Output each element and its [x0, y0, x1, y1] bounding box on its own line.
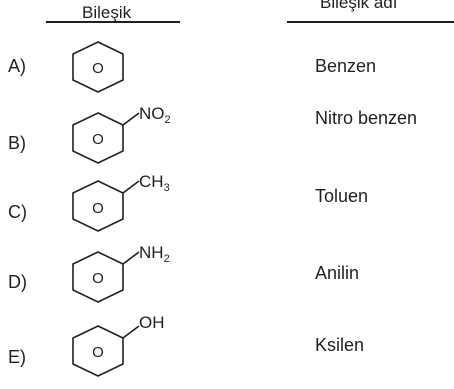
ring-label: O: [92, 60, 104, 77]
option-letter: E): [8, 347, 26, 367]
header-compound-name: Bileşik adı: [320, 0, 398, 12]
compound-name: Benzen: [315, 56, 377, 76]
header-compound: Bileşik: [82, 3, 132, 22]
substituent-bond: [122, 251, 140, 265]
substituent-bond: [122, 112, 140, 126]
ring-label: O: [92, 270, 104, 287]
option-letter: B): [8, 133, 26, 153]
substituent-label: CH3: [139, 172, 170, 194]
option-letter: A): [8, 56, 26, 76]
substituent-label: NH2: [139, 243, 170, 265]
substituent-label: OH: [139, 313, 165, 332]
compound-name: Anilin: [315, 263, 360, 283]
compound-name: Nitro benzen: [315, 108, 418, 128]
benzene-ring: [72, 41, 124, 93]
option-letter: D): [8, 272, 27, 292]
ring-label: O: [92, 131, 104, 148]
substituent-bond: [122, 180, 140, 194]
header-compound-name-underline: [287, 21, 454, 23]
ring-label: O: [92, 200, 104, 217]
substituent-label: NO2: [139, 104, 171, 126]
compound-name: Toluen: [315, 186, 369, 206]
compound-name: Ksilen: [315, 335, 365, 355]
nitrobenzene-structure: O: [72, 112, 140, 164]
option-letter: C): [8, 202, 27, 222]
toluene-structure: O: [72, 180, 140, 232]
substituent-bond: [122, 325, 140, 339]
header-compound-underline: [46, 21, 180, 23]
benzene-structure: O: [72, 41, 124, 93]
ring-label: O: [92, 344, 104, 361]
aniline-structure: O: [72, 251, 140, 303]
